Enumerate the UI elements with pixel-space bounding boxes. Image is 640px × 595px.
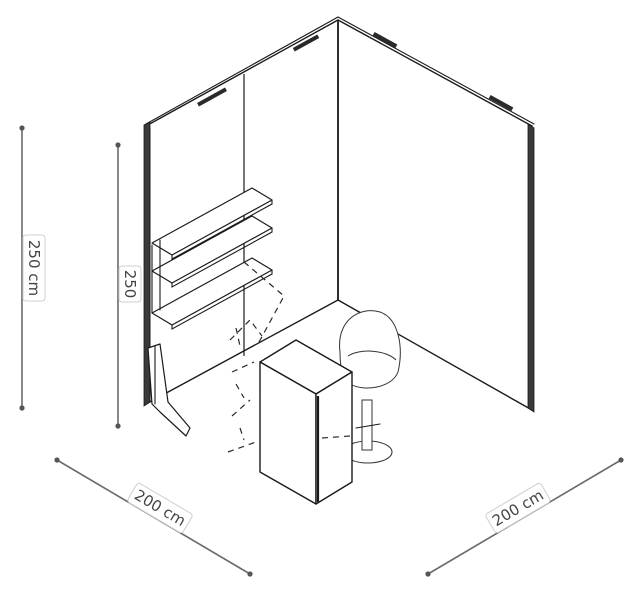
dimension-wall-height: 250 (115, 142, 142, 429)
coat-stand (147, 343, 191, 437)
dimension-right-width: 200 cm (425, 457, 624, 577)
counter-cabinet (259, 339, 353, 505)
floor-outline (227, 261, 285, 453)
lounge-chair (339, 310, 401, 464)
top-edge-right (337, 16, 535, 125)
counter-right-face (315, 371, 353, 505)
top-edge-left (145, 16, 339, 125)
booth-walls (143, 16, 535, 413)
wall-height-label: 250 (121, 270, 139, 299)
dimension-total-height: 250 cm (19, 125, 46, 411)
wall-shelves (151, 187, 273, 330)
total-height-label: 250 cm (25, 240, 43, 296)
right-wall-thickness (527, 123, 535, 413)
dimension-left-width: 200 cm (54, 457, 253, 577)
top-connectors (197, 31, 514, 112)
